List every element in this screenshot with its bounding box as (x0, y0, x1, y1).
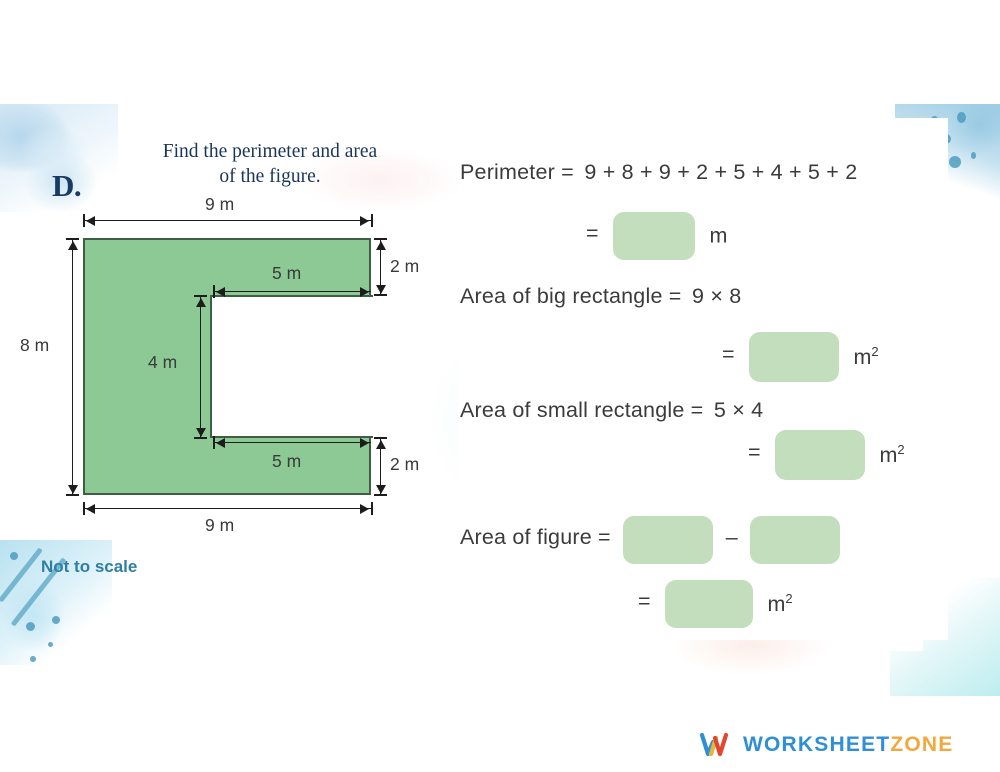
dim-label-bottom-5m: 5 m (272, 451, 302, 471)
dim-label-top-2m: 2 m (390, 256, 420, 276)
small-rectangle-equals-sign: = (748, 440, 761, 465)
dim-bot5-cap-left (213, 436, 215, 449)
dim-r2-cap-top (374, 238, 387, 240)
big-rectangle-unit-exponent: 2 (871, 343, 879, 359)
area-of-figure-minus-sign: – (725, 525, 738, 550)
dim-l8-arrow-up (67, 241, 78, 250)
dim-bot9-arrow-right (360, 503, 369, 514)
dim-top-arrow-left (86, 215, 95, 226)
dim-bot5-arrow-right (360, 437, 369, 448)
dim-label-left-8m: 8 m (20, 335, 50, 355)
small-rectangle-expression: 5 × 4 (713, 398, 764, 422)
notch-outline (210, 295, 373, 438)
small-rectangle-row: Area of small rectangle = 5 × 4 (460, 398, 763, 423)
dim-rb2-cap-top (374, 437, 387, 439)
dim-top-arrow-right (360, 215, 369, 226)
dim-bot9-cap-left (83, 502, 85, 515)
perimeter-result-row: = m (586, 212, 727, 260)
dim-bot9-line (84, 507, 371, 510)
perimeter-label: Perimeter = (460, 160, 574, 184)
dim-label-bottom-9m: 9 m (205, 515, 235, 535)
area-of-figure-box-a[interactable] (623, 516, 714, 564)
w-mark-icon (699, 732, 734, 758)
dim-r2-line (379, 239, 382, 295)
page-title: Find the perimeter and area of the figur… (120, 139, 420, 189)
big-rectangle-result-row: = m2 (722, 332, 879, 382)
dim-i4-line (199, 296, 202, 438)
big-rectangle-expression: 9 × 8 (692, 284, 742, 308)
perimeter-equals-sign: = (586, 221, 599, 246)
dim-label-inner-4m: 4 m (148, 352, 178, 372)
area-of-figure-row: Area of figure = – (460, 516, 848, 564)
area-of-figure-unit: m2 (767, 590, 793, 617)
area-of-figure-answer-box[interactable] (665, 580, 754, 628)
small-rectangle-unit-exponent: 2 (897, 441, 905, 457)
dim-rb2-line (379, 438, 382, 495)
dim-label-bottom-2m: 2 m (390, 454, 420, 474)
dim-bot9-cap-right (371, 502, 373, 515)
dim-bot5-line (214, 441, 371, 444)
dim-top-cap-right (371, 214, 373, 227)
perimeter-answer-box[interactable] (613, 212, 696, 260)
solution-card: Perimeter = 9 + 8 + 9 + 2 + 5 + 4 + 5 + … (458, 118, 948, 640)
dim-i4-arrow-down (195, 428, 206, 437)
perimeter-row: Perimeter = 9 + 8 + 9 + 2 + 5 + 4 + 5 + … (460, 160, 857, 185)
area-of-figure-unit-exponent: 2 (785, 590, 793, 606)
geometry-figure: 9 m 5 m 2 m 8 m 4 m 5 m (0, 190, 440, 550)
small-rectangle-label: Area of small rectangle = (460, 398, 704, 422)
dim-rb2-arrow-up (375, 440, 386, 449)
logo-worksheet: WORKSHEET (743, 733, 891, 756)
dim-r2-arrow-up (375, 241, 386, 250)
big-rectangle-unit: m2 (853, 343, 879, 370)
perimeter-expression: 9 + 8 + 9 + 2 + 5 + 4 + 5 + 2 (584, 160, 858, 184)
question-title-line1: Find the perimeter and area (162, 141, 378, 162)
perimeter-unit: m (709, 223, 728, 248)
logo-wordmark: WORKSHEETZONE (743, 733, 953, 757)
small-rectangle-unit-base: m (879, 443, 898, 468)
area-of-figure-label: Area of figure = (460, 525, 611, 550)
small-rectangle-result-row: = m2 (748, 430, 905, 480)
dim-l8-arrow-down (67, 485, 78, 494)
big-rectangle-equals-sign: = (722, 342, 735, 367)
dim-bot5-arrow-left (216, 437, 225, 448)
dim-label-top-5m: 5 m (272, 263, 302, 283)
small-rectangle-unit: m2 (879, 441, 905, 468)
big-rectangle-unit-base: m (853, 345, 872, 370)
big-rectangle-label: Area of big rectangle = (460, 284, 682, 308)
area-of-figure-box-b[interactable] (750, 516, 841, 564)
dim-r2-arrow-down (375, 285, 386, 294)
not-to-scale-note: Not to scale (41, 557, 138, 576)
dim-l8-line (71, 239, 74, 495)
dim-top5-arrow-right (360, 286, 369, 297)
area-of-figure-equals-sign: = (638, 589, 651, 614)
dim-top-cap-left (83, 214, 85, 227)
small-rectangle-answer-box[interactable] (775, 430, 866, 480)
dim-i4-cap-top (194, 295, 207, 297)
question-title-line2: of the figure. (219, 166, 321, 187)
big-rectangle-row: Area of big rectangle = 9 × 8 (460, 284, 741, 309)
logo-zone: ZONE (890, 733, 954, 756)
dim-top-line (84, 219, 371, 222)
dim-l8-cap-top (66, 238, 79, 240)
dim-label-top-9m: 9 m (205, 194, 235, 214)
dim-bot9-arrow-left (86, 503, 95, 514)
dim-rb2-arrow-down (375, 485, 386, 494)
question-letter: D. (52, 168, 82, 203)
dim-top5-line (214, 290, 371, 293)
dim-top5-arrow-left (216, 286, 225, 297)
dim-i4-arrow-up (195, 298, 206, 307)
worksheetzone-logo: WORKSHEETZONE (699, 729, 953, 761)
area-of-figure-unit-base: m (767, 592, 786, 617)
dim-top5-cap-left (213, 285, 215, 298)
area-of-figure-result-row: = m2 (638, 580, 793, 628)
big-rectangle-answer-box[interactable] (749, 332, 840, 382)
